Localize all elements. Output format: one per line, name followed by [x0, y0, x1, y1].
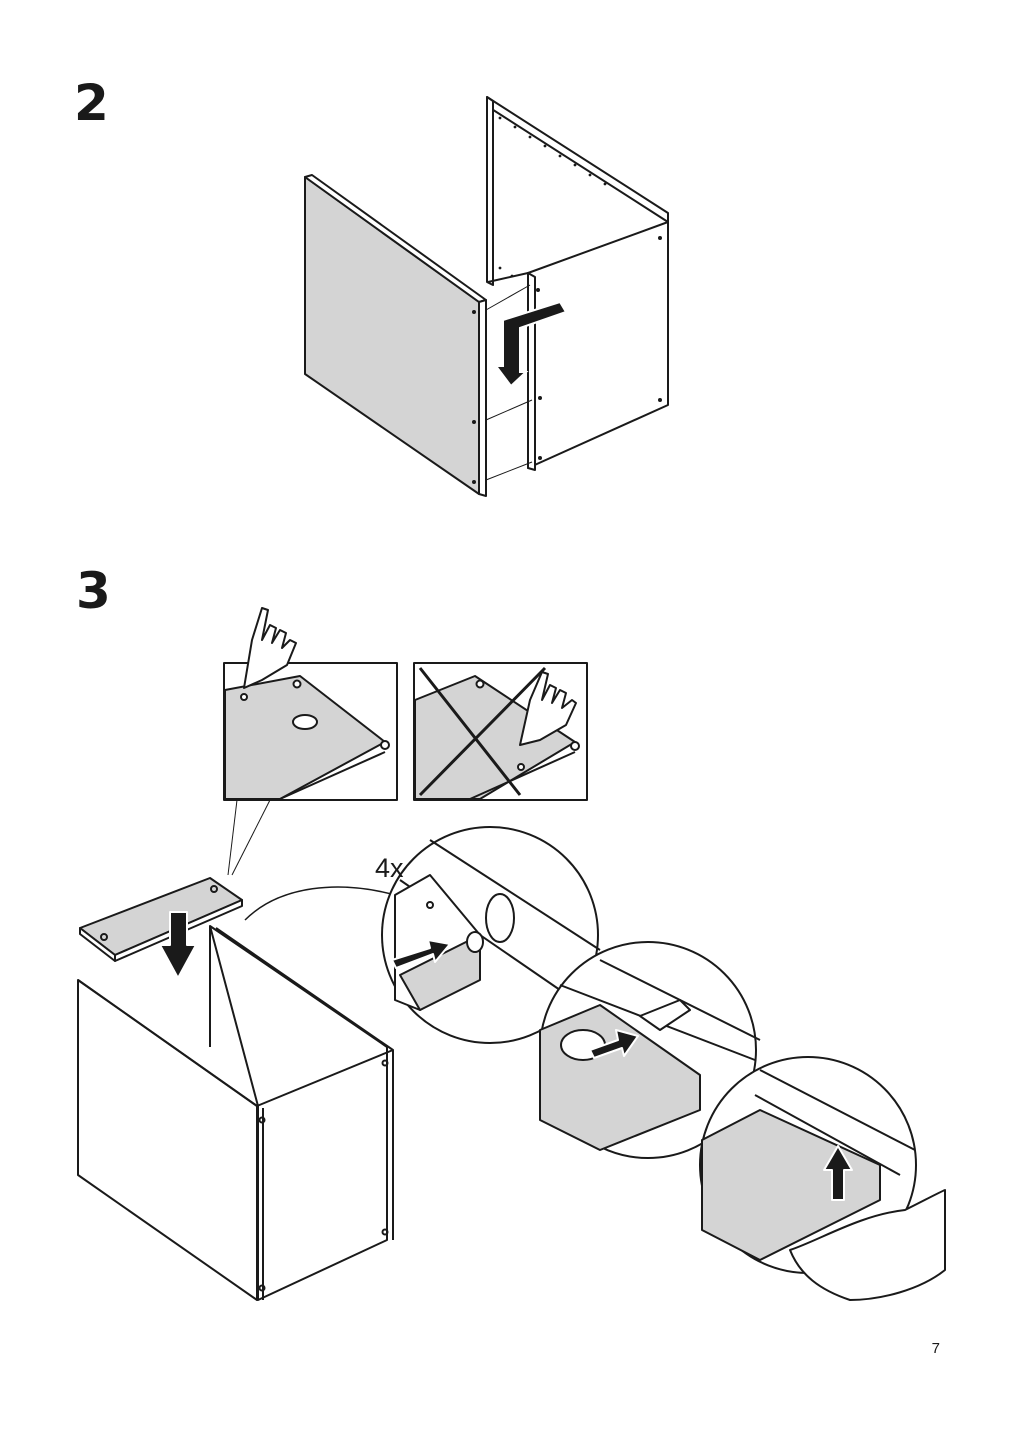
arrow-icon: [494, 300, 568, 388]
detail-incorrect: [413, 662, 588, 801]
detail-circle-insert: [381, 826, 601, 1044]
guide-lines: [485, 284, 533, 481]
cabinet: [77, 925, 394, 1301]
callout-curve: [244, 886, 396, 921]
step-number-2: 2: [74, 74, 109, 132]
hole-dots: [472, 116, 662, 484]
arrow-icon: [589, 1029, 639, 1059]
detail-correct: [223, 607, 398, 801]
page-number: 7: [931, 1340, 940, 1357]
arrow-icon: [823, 1145, 853, 1201]
detail-circle-lift: [699, 1056, 946, 1301]
back-panel: [486, 96, 669, 286]
front-panel: [304, 174, 487, 497]
cross-mark-icon: [418, 666, 547, 797]
step2-illustration: [304, 96, 669, 497]
hand-pointing-icon: [519, 671, 577, 746]
callout-lines: [227, 799, 271, 876]
detail-circle-push: [539, 941, 761, 1159]
arrow-icon: [391, 939, 451, 969]
hand-pointing-icon: [243, 607, 297, 689]
arrow-icon: [159, 911, 197, 979]
hand-icon: [789, 1189, 946, 1301]
right-side-panel: [487, 213, 669, 471]
step-number-3: 3: [76, 562, 111, 620]
quantity-label: 4x: [375, 853, 404, 883]
